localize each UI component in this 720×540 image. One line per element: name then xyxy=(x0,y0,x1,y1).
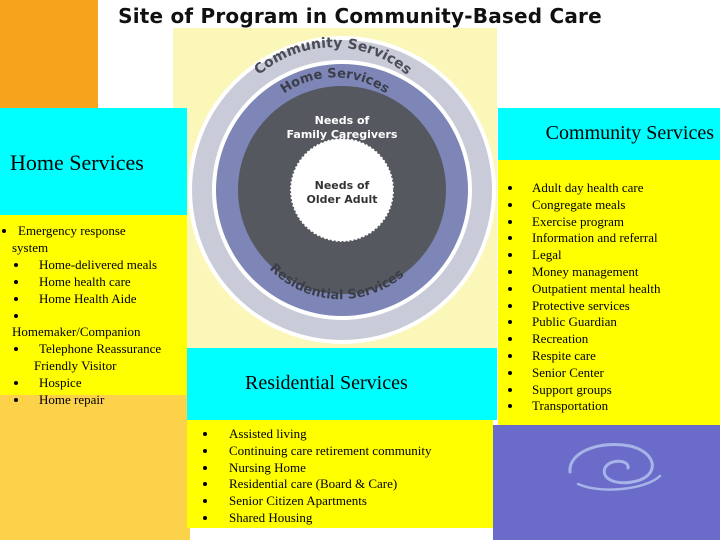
list-item: Home health care xyxy=(39,274,131,289)
swirl-logo xyxy=(568,442,662,491)
center-label-line2: Older Adult xyxy=(307,193,378,206)
bullet-icon xyxy=(508,286,512,291)
family-label-line2: Family Caregivers xyxy=(287,128,398,141)
bullet-icon xyxy=(508,303,512,308)
list-item-label: Outpatient mental health xyxy=(532,280,661,296)
list-item: Legal xyxy=(508,247,661,264)
bullet-icon xyxy=(508,404,512,409)
list-item: Senior Center xyxy=(508,365,661,382)
list-item-label: Legal xyxy=(532,247,562,263)
bullet-icon xyxy=(508,202,512,207)
list-item-label: Senior Citizen Apartments xyxy=(229,493,367,509)
list-item: Information and referral xyxy=(508,230,661,247)
list-item: Hospice xyxy=(39,375,82,390)
bullet-icon xyxy=(14,398,18,402)
list-item: Recreation xyxy=(508,331,661,348)
list-item: Protective services xyxy=(508,298,661,315)
center-circle xyxy=(289,137,395,243)
list-item-label: Assisted living xyxy=(229,426,307,441)
list-item: Respite care xyxy=(508,348,661,365)
list-item-label: Respite care xyxy=(532,347,596,363)
list-item: Public Guardian xyxy=(508,314,661,331)
list-item-label: Support groups xyxy=(532,381,612,397)
list-item-label: Public Guardian xyxy=(532,314,617,330)
home-services-list: Emergency response system Home-delivered… xyxy=(0,215,187,407)
list-item: Residential care (Board & Care) xyxy=(203,476,432,493)
list-item: Home Health Aide xyxy=(39,291,137,306)
list-item-label: Nursing Home xyxy=(229,459,306,475)
list-item: Assisted living xyxy=(203,426,432,443)
list-item: Support groups xyxy=(508,382,661,399)
list-item: Home repair xyxy=(39,392,105,407)
home-services-header: Home Services xyxy=(0,108,187,215)
list-item-label: Transportation xyxy=(532,398,609,414)
list-item: Emergency response xyxy=(18,223,126,238)
page-title: Site of Program in Community-Based Care xyxy=(118,4,602,28)
bullet-icon xyxy=(508,353,512,358)
list-item: Nursing Home xyxy=(203,460,432,477)
bullet-icon xyxy=(203,515,207,520)
list-item-label: Recreation xyxy=(532,331,589,347)
bullet-icon xyxy=(203,499,207,504)
bullet-icon xyxy=(508,253,512,258)
list-item: Shared Housing xyxy=(203,510,432,527)
bullet-icon xyxy=(203,432,207,436)
bullet-icon xyxy=(14,297,18,301)
list-item: Home-delivered meals xyxy=(39,257,158,272)
list-item: Exercise program xyxy=(508,214,661,231)
list-item-label: Residential care (Board & Care) xyxy=(229,476,398,492)
list-item-label: Shared Housing xyxy=(229,509,313,525)
residential-services-heading: Residential Services xyxy=(245,372,408,394)
list-item: Telephone Reassurance xyxy=(39,341,162,356)
bullet-icon xyxy=(2,229,6,233)
bullet-icon xyxy=(14,280,18,284)
bullet-icon xyxy=(508,236,512,241)
yellow-accent-block xyxy=(0,395,190,540)
bullet-icon xyxy=(508,320,512,325)
list-item-label: Protective services xyxy=(532,297,630,313)
community-services-heading: Community Services xyxy=(545,122,714,144)
list-item: Friendly Visitor xyxy=(34,358,117,373)
bullet-icon xyxy=(203,482,207,487)
bullet-icon xyxy=(508,269,512,274)
list-item-label: Adult day health care xyxy=(532,180,644,195)
list-item: system xyxy=(12,240,49,255)
orange-accent-block xyxy=(0,0,98,108)
bullet-icon xyxy=(508,387,512,392)
bullet-icon xyxy=(508,370,512,375)
list-item: Transportation xyxy=(508,398,661,415)
list-item: Homemaker/Companion xyxy=(12,324,141,339)
bullet-icon xyxy=(508,337,512,342)
bullet-icon xyxy=(14,314,18,318)
list-item-label: Money management xyxy=(532,263,639,279)
bullet-icon xyxy=(14,381,18,385)
bullet-icon xyxy=(508,219,512,224)
home-services-heading: Home Services xyxy=(10,150,144,175)
residential-services-header: Residential Services xyxy=(187,348,497,420)
bullet-icon xyxy=(14,347,18,351)
service-rings-diagram: Community Services Home Services Residen… xyxy=(188,35,496,344)
list-item-label: Continuing care retirement community xyxy=(229,442,432,458)
list-item: Money management xyxy=(508,264,661,281)
community-services-header: Community Services xyxy=(498,108,720,160)
list-item: Continuing care retirement community xyxy=(203,443,432,460)
list-item: Congregate meals xyxy=(508,197,661,214)
list-item: Outpatient mental health xyxy=(508,281,661,298)
list-item-label: Senior Center xyxy=(532,364,604,380)
list-item-label: Information and referral xyxy=(532,230,658,246)
family-label-line1: Needs of xyxy=(315,114,370,127)
bullet-icon xyxy=(203,465,207,470)
list-item-label: Congregate meals xyxy=(532,196,626,212)
bullet-icon xyxy=(203,448,207,453)
list-item-label: Exercise program xyxy=(532,213,625,229)
bullet-icon xyxy=(14,263,18,267)
bullet-icon xyxy=(508,186,512,190)
list-item: Senior Citizen Apartments xyxy=(203,493,432,510)
center-label-line1: Needs of xyxy=(315,179,370,192)
list-item: Adult day health care xyxy=(508,180,661,197)
